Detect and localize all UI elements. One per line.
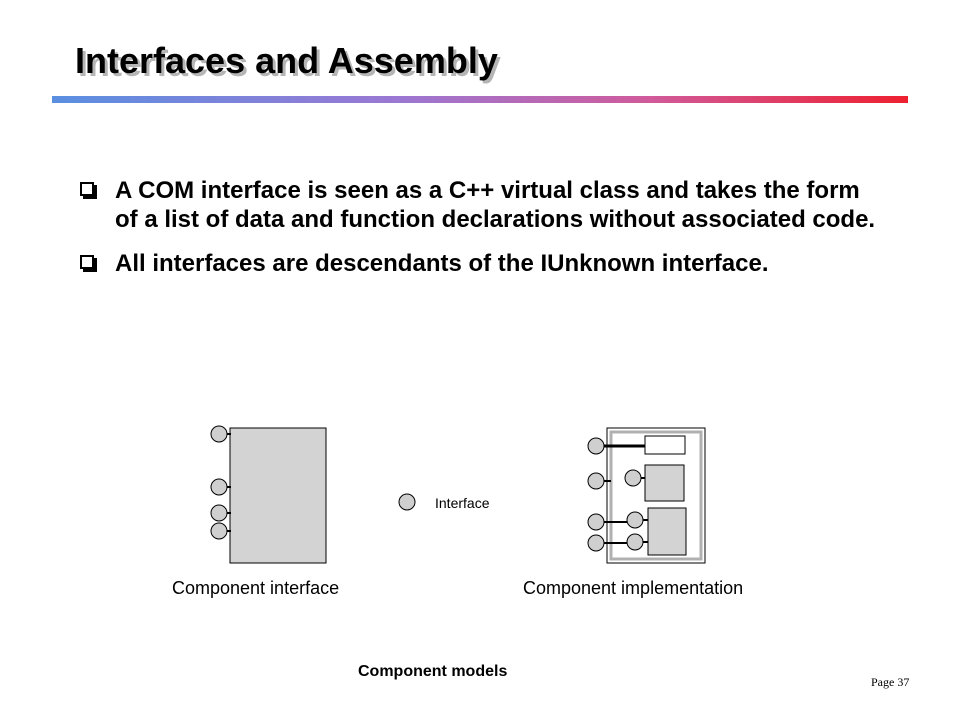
component-interface-figure bbox=[210, 425, 327, 564]
interface-port-icon bbox=[210, 478, 228, 496]
checkbox-bullet-icon bbox=[80, 255, 94, 269]
interface-port-icon bbox=[626, 533, 644, 551]
component-interface-caption: Component interface bbox=[172, 578, 340, 598]
component-implementation-caption: Component implementation bbox=[523, 578, 744, 598]
subcomponent-box bbox=[647, 507, 687, 556]
interface-port-icon bbox=[587, 437, 605, 455]
interface-port-icon bbox=[210, 522, 228, 540]
interface-port-icon bbox=[587, 534, 605, 552]
interface-port-icon bbox=[587, 513, 605, 531]
component-box bbox=[229, 427, 327, 564]
bullet-item: A COM interface is seen as a C++ virtual… bbox=[80, 176, 880, 234]
subcomponent-box bbox=[644, 464, 685, 502]
page-number: Page 37 bbox=[871, 675, 910, 689]
interface-port-icon bbox=[210, 425, 228, 443]
interface-port-icon bbox=[624, 469, 642, 487]
interface-legend-label: Interface bbox=[435, 495, 490, 511]
component-models-label: Component models bbox=[358, 663, 508, 680]
title-underline bbox=[52, 96, 908, 103]
slide-title: Interfaces and Assembly bbox=[75, 40, 498, 81]
checkbox-bullet-icon bbox=[80, 182, 94, 196]
bullet-text: A COM interface is seen as a C++ virtual… bbox=[115, 177, 876, 233]
interface-legend-icon bbox=[398, 493, 416, 511]
bullet-list: A COM interface is seen as a C++ virtual… bbox=[80, 176, 880, 293]
interface-port-icon bbox=[587, 472, 605, 490]
interface-port-icon bbox=[626, 511, 644, 529]
component-implementation-figure bbox=[587, 427, 706, 564]
interface-port-icon bbox=[210, 504, 228, 522]
subcomponent-box bbox=[644, 435, 686, 455]
bullet-text: All interfaces are descendants of the IU… bbox=[115, 250, 769, 277]
bullet-item: All interfaces are descendants of the IU… bbox=[80, 249, 880, 278]
